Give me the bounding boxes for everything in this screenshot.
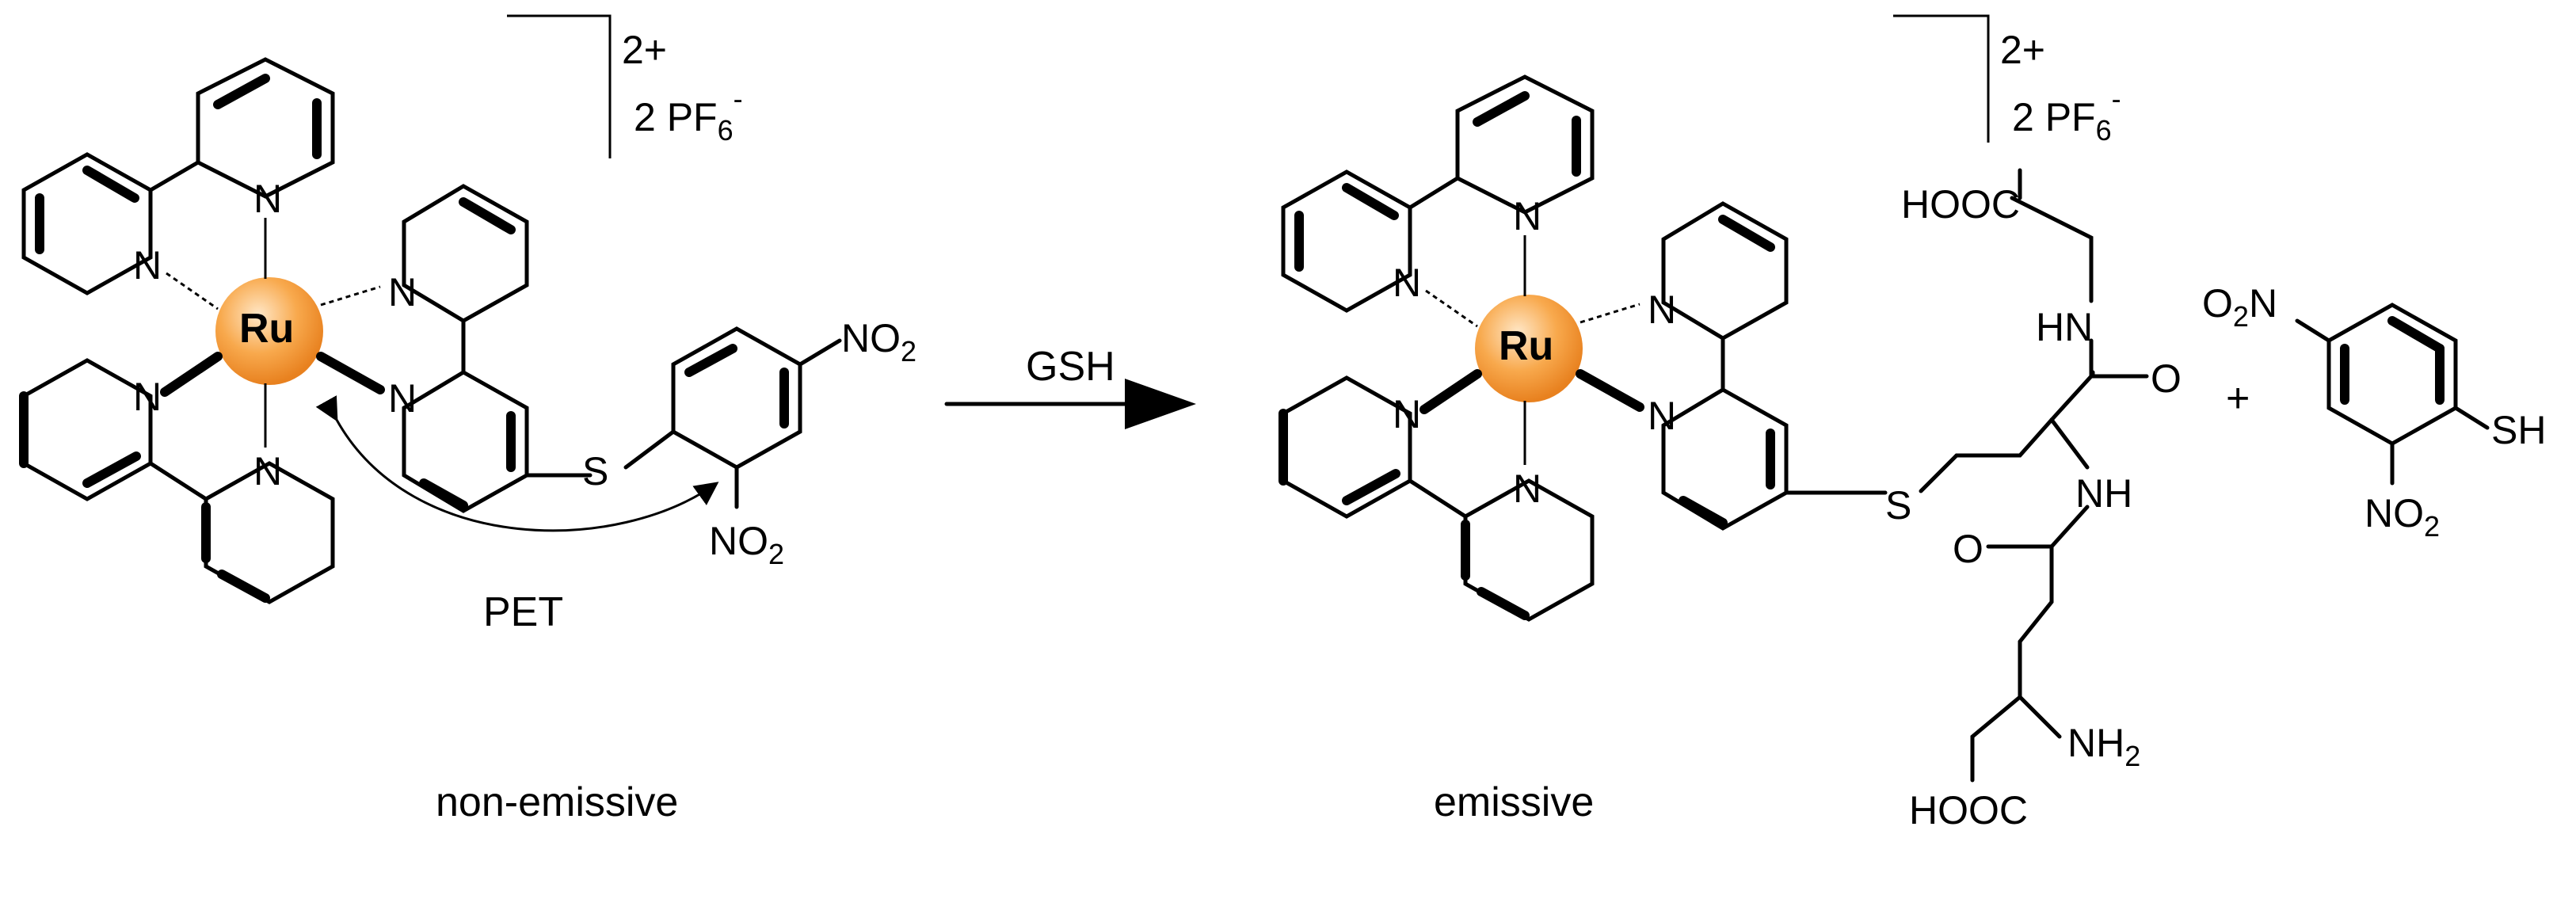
complex-non-emissive: Ru N N N N bbox=[19, 14, 916, 635]
n-atom-r5: N bbox=[1648, 288, 1676, 332]
ru-sphere bbox=[215, 277, 323, 385]
hooc-top: HOOC bbox=[1901, 182, 2020, 227]
ru-label: Ru bbox=[239, 306, 294, 352]
s-atom-left: S bbox=[582, 449, 608, 493]
nh-label: NH bbox=[2075, 471, 2132, 516]
caption-emissive: emissive bbox=[1434, 779, 1594, 825]
n-atom-2: N bbox=[133, 243, 162, 288]
n-atom-r4: N bbox=[1513, 467, 1541, 511]
pet-label: PET bbox=[483, 589, 563, 635]
complex-emissive: Ru N N N N bbox=[1278, 14, 2182, 832]
n-atom-r1: N bbox=[1513, 194, 1541, 238]
no2-label-byproduct: NO2 bbox=[2365, 491, 2440, 543]
bipyridine-top bbox=[21, 57, 335, 295]
bipyridine-right-right bbox=[1661, 201, 1852, 531]
caption-non-emissive: non-emissive bbox=[436, 779, 678, 825]
nh2-label: NH2 bbox=[2067, 721, 2140, 772]
n-atom-r6: N bbox=[1648, 394, 1676, 438]
bipyridine-bottom bbox=[19, 358, 335, 604]
hn-label: HN bbox=[2036, 305, 2093, 349]
n-atom-r2: N bbox=[1393, 261, 1421, 305]
ru-label-right: Ru bbox=[1499, 323, 1553, 369]
n-atom-1: N bbox=[253, 177, 282, 221]
reagent-label: GSH bbox=[1026, 344, 1115, 390]
no2-label-upper: NO2 bbox=[841, 316, 916, 368]
charge-right: 2+ bbox=[2000, 28, 2045, 72]
bipyridine-top-right bbox=[1281, 74, 1595, 313]
o2n-label: O2N bbox=[2202, 281, 2277, 333]
hooc-bottom: HOOC bbox=[1909, 788, 2028, 832]
counterion-right: 2 PF6- bbox=[2012, 82, 2121, 147]
o-amide-1: O bbox=[2151, 356, 2182, 401]
bipyridine-right bbox=[402, 184, 593, 513]
glutathione-chain bbox=[1847, 168, 2149, 783]
no2-label-lower: NO2 bbox=[709, 519, 784, 570]
dinitrophenyl bbox=[623, 326, 842, 509]
n-atom-r3: N bbox=[1393, 392, 1421, 436]
n-atom-6: N bbox=[388, 376, 417, 421]
counterion-left: 2 PF6- bbox=[634, 82, 743, 147]
nitrothiophenol bbox=[2295, 303, 2490, 486]
s-atom-right: S bbox=[1885, 483, 1911, 528]
reaction-arrow: GSH bbox=[944, 344, 1196, 429]
sh-label: SH bbox=[2491, 408, 2546, 452]
n-atom-3: N bbox=[133, 375, 162, 419]
charge-left: 2+ bbox=[622, 28, 667, 72]
n-atom-4: N bbox=[253, 449, 282, 493]
o-amide-2: O bbox=[1953, 527, 1983, 571]
n-atom-5: N bbox=[388, 270, 417, 314]
plus-sign: + bbox=[2226, 375, 2250, 421]
bipyridine-bottom-right bbox=[1278, 375, 1595, 622]
ru-sphere-right bbox=[1475, 295, 1583, 402]
